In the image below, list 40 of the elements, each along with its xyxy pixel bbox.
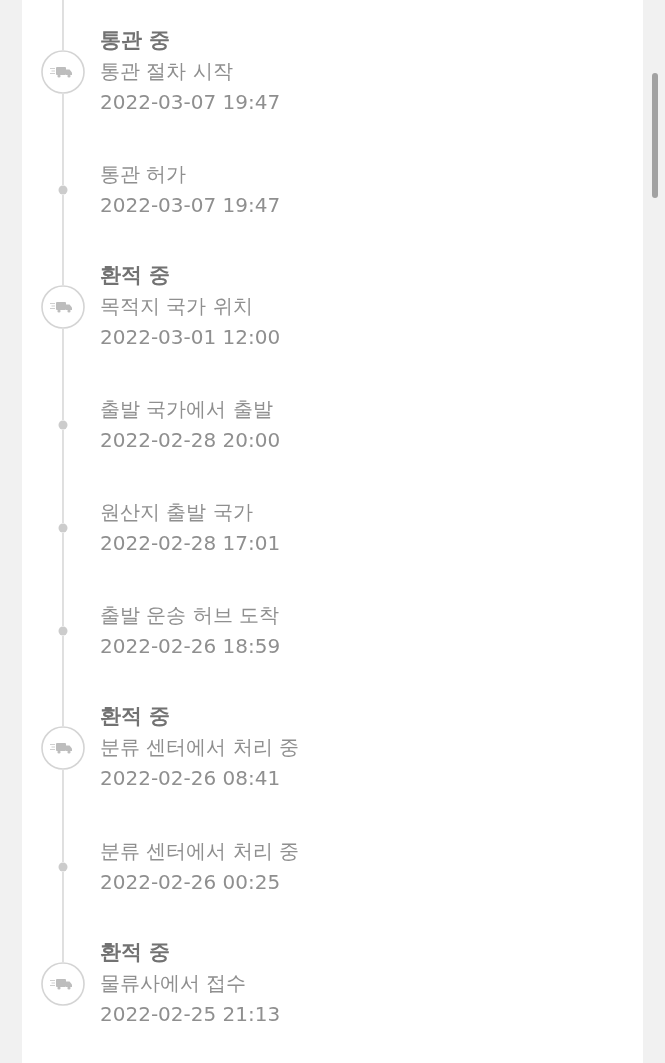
event-timestamp: 2022-02-26 08:41 xyxy=(100,765,281,792)
truck-icon xyxy=(41,285,85,329)
event-description: 원산지 출발 국가 xyxy=(100,499,253,526)
timeline-line xyxy=(62,194,64,286)
event-description: 물류사에서 접수 xyxy=(100,970,247,997)
event-timestamp: 2022-02-26 00:25 xyxy=(100,869,281,896)
status-heading: 통관 중 xyxy=(100,27,171,54)
status-heading: 환적 중 xyxy=(100,939,171,966)
event-description: 출발 국가에서 출발 xyxy=(100,396,273,423)
timeline-dot xyxy=(58,185,68,195)
event-timestamp: 2022-02-28 17:01 xyxy=(100,530,281,557)
event-timestamp: 2022-03-07 19:47 xyxy=(100,192,281,219)
timeline-line xyxy=(62,769,64,863)
timeline-line xyxy=(62,871,64,963)
event-timestamp: 2022-03-07 19:47 xyxy=(100,89,281,116)
timeline-line xyxy=(62,429,64,524)
event-description: 목적지 국가 위치 xyxy=(100,293,253,320)
timeline-dot xyxy=(58,626,68,636)
timeline-line xyxy=(62,0,64,51)
event-timestamp: 2022-02-28 20:00 xyxy=(100,427,281,454)
truck-icon xyxy=(41,726,85,770)
timeline-line xyxy=(62,635,64,727)
event-timestamp: 2022-02-25 21:13 xyxy=(100,1001,281,1028)
timeline-line xyxy=(62,328,64,421)
timeline-dot xyxy=(58,862,68,872)
timeline-dot xyxy=(58,523,68,533)
truck-icon xyxy=(41,50,85,94)
status-heading: 환적 중 xyxy=(100,262,171,289)
event-description: 통관 허가 xyxy=(100,161,187,188)
event-description: 통관 절차 시작 xyxy=(100,58,233,85)
timeline-line xyxy=(62,93,64,186)
event-description: 분류 센터에서 처리 중 xyxy=(100,734,300,761)
timeline-line xyxy=(62,532,64,627)
truck-icon xyxy=(41,962,85,1006)
status-heading: 환적 중 xyxy=(100,703,171,730)
event-description: 출발 운송 허브 도착 xyxy=(100,602,280,629)
event-timestamp: 2022-03-01 12:00 xyxy=(100,324,281,351)
event-timestamp: 2022-02-26 18:59 xyxy=(100,633,281,660)
timeline-dot xyxy=(58,420,68,430)
event-description: 분류 센터에서 처리 중 xyxy=(100,838,300,865)
